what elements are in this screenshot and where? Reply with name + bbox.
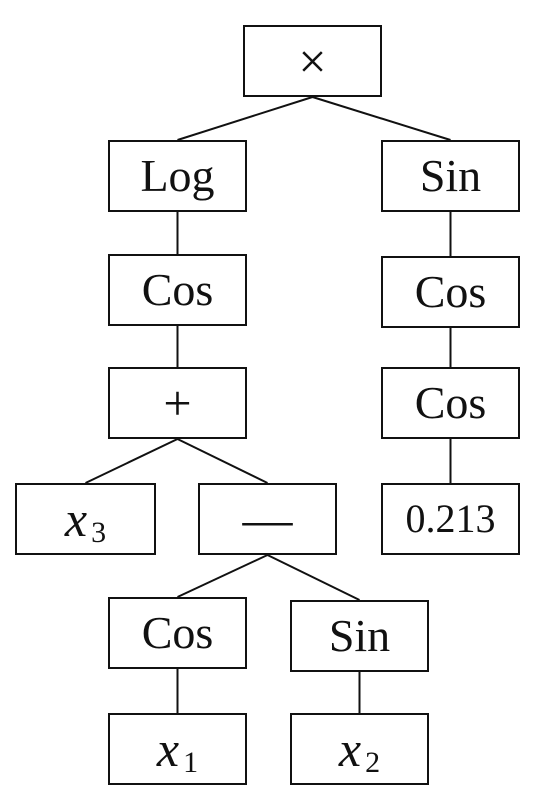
variable-subscript: 1	[183, 746, 199, 779]
node-label: Sin	[328, 610, 391, 661]
edge-minus-cos_b	[177, 554, 268, 598]
node-label: Cos	[414, 377, 487, 428]
variable-symbol: x	[64, 491, 88, 547]
node-label: Cos	[141, 264, 214, 315]
node-cos-right-lower: Cos	[381, 367, 520, 439]
node-constant: 0.213	[381, 483, 520, 555]
variable-subscript: 2	[365, 746, 381, 779]
node-label: Log	[140, 150, 215, 201]
node-cos-right-upper: Cos	[381, 256, 520, 328]
edge-root-log	[177, 96, 313, 141]
node-label: —	[242, 491, 293, 547]
node-cos-left: Cos	[108, 254, 247, 326]
node-label: 0.213	[405, 496, 496, 541]
variable-symbol: x	[338, 721, 362, 777]
node-label: Sin	[419, 150, 482, 201]
node-label: +	[163, 375, 192, 431]
node-label: Cos	[141, 607, 214, 658]
node-multiply: ×	[243, 25, 382, 97]
edge-root-sin_r	[312, 96, 451, 141]
variable-subscript: 3	[91, 516, 107, 549]
edge-minus-sin_b	[267, 554, 360, 601]
edge-plus-x3	[85, 438, 178, 484]
node-sin-bottom: Sin	[290, 600, 429, 672]
node-cos-bottom: Cos	[108, 597, 247, 669]
node-label: ×	[298, 33, 327, 89]
variable-symbol: x	[156, 721, 180, 777]
node-sin-right: Sin	[381, 140, 520, 212]
edge-plus-minus	[177, 438, 268, 484]
node-log: Log	[108, 140, 247, 212]
node-minus: —	[198, 483, 337, 555]
node-label: Cos	[414, 266, 487, 317]
node-plus: +	[108, 367, 247, 439]
